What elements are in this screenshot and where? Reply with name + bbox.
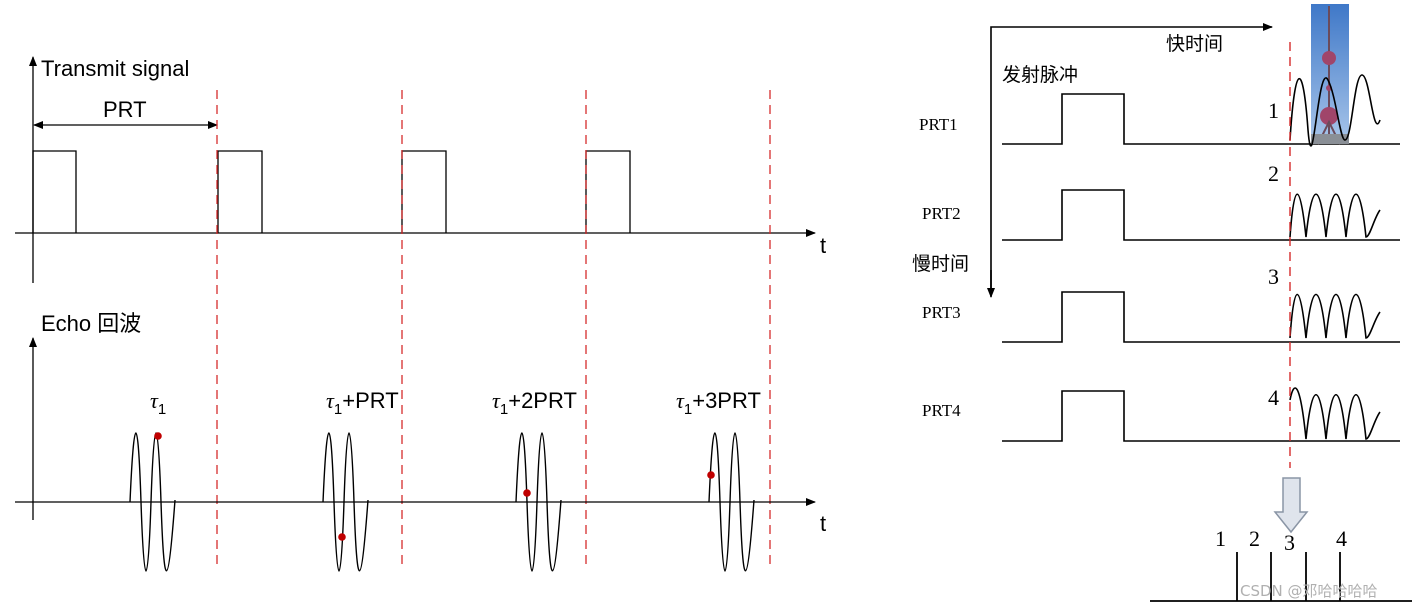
row-pulse-prt4 [1002,390,1400,442]
row-echo-prt1 [1289,74,1381,147]
echo-delay-label-1: τ1 [150,388,166,418]
down-arrow-icon [1273,477,1309,534]
fast-time-label: 快时间 [1166,33,1223,55]
stem-label-3: 3 [1284,530,1295,555]
transmit-signal-plot: Transmit signal t PRT [15,56,826,283]
echo-sample-dot-1 [154,432,162,440]
row-echo-prt4 [1289,387,1381,440]
stem-label-1: 1 [1215,526,1226,551]
row-label-prt3: PRT3 [922,303,961,322]
echo-sample-dot-3 [523,489,531,497]
echo-delay-label-2: τ1+PRT [326,388,399,418]
echo-waveform-2 [322,432,369,572]
row-label-prt2: PRT2 [922,204,961,223]
transmit-signal-label: Transmit signal [41,56,189,81]
transmit-pulse-4 [585,150,631,233]
row-index-3: 3 [1268,264,1279,289]
transmit-t-axis-label: t [820,233,826,258]
echo-delay-label-3: τ1+2PRT [492,388,577,418]
fast-slow-time-plot: 快时间 慢时间 发射脉冲 PRT1 PRT2 PRT3 PRT4 1 2 [912,4,1412,602]
row-pulse-prt1 [1002,93,1400,145]
transmit-pulse-2 [217,150,263,233]
tower-photo [1311,4,1349,145]
fast-time-axis [990,23,1273,295]
transmit-pulse-label: 发射脉冲 [1002,64,1078,86]
echo-waveform-3 [515,432,562,572]
row-index-2: 2 [1268,161,1279,186]
row-label-prt1: PRT1 [919,115,958,134]
echo-waveform-1 [129,432,176,572]
row-pulse-prt3 [1002,291,1400,343]
echo-waveform-4 [708,432,755,572]
row-echo-prt3 [1289,293,1381,339]
prt-label: PRT [103,97,147,122]
stem-label-2: 2 [1249,526,1260,551]
prt-boundary-lines [216,90,771,568]
echo-delay-label-4: τ1+3PRT [676,388,761,418]
row-pulse-prt2 [1002,189,1400,241]
stem-label-4: 4 [1336,526,1347,551]
row-index-4: 4 [1268,385,1279,410]
row-label-prt4: PRT4 [922,401,961,420]
transmit-pulse-1 [32,150,77,233]
echo-plot: Echo 回波 t τ1 τ1+PRT τ1+2PRT τ1+3PRT [15,311,826,572]
row-echo-prt2 [1289,193,1381,238]
echo-sample-dot-4 [707,471,715,479]
echo-label: Echo 回波 [41,311,141,336]
echo-sample-dot-2 [338,533,346,541]
transmit-pulse-3 [401,150,447,233]
row-index-1: 1 [1268,98,1279,123]
watermark-text: CSDN @邓哈哈哈哈 [1240,582,1378,600]
slow-time-label: 慢时间 [912,253,969,275]
echo-t-axis-label: t [820,511,826,536]
